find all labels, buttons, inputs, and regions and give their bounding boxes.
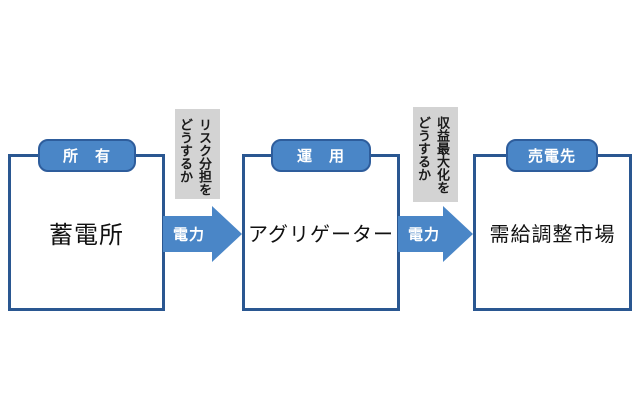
operation-pill-label: 運 用: [296, 148, 345, 165]
profit-maximization-note: 収益最大化を どうするか: [413, 107, 458, 202]
storage-station-label: 蓄電所: [49, 222, 124, 249]
profit-maximization-note-line1: 収益最大化を: [435, 116, 450, 194]
sell-destination-pill-label: 売電先: [527, 148, 576, 165]
power-arrow-2-label: 電力: [407, 226, 440, 244]
power-arrow-1-label: 電力: [172, 226, 205, 244]
ownership-pill-label: 所 有: [62, 148, 111, 165]
ownership-pill: 所 有: [38, 139, 136, 172]
risk-sharing-note-line2: どうするか: [178, 118, 193, 183]
risk-sharing-note: リスク分担を どうするか: [175, 109, 220, 199]
aggregator-box: アグリゲーター: [242, 154, 400, 311]
balancing-market-box: 需給調整市場: [473, 154, 632, 311]
operation-pill: 運 用: [271, 139, 371, 172]
right-arrow-icon: [163, 206, 242, 262]
risk-sharing-note-line1: リスク分担を: [197, 118, 212, 196]
balancing-market-label: 需給調整市場: [489, 224, 616, 246]
power-arrow-2: 電力: [398, 206, 473, 262]
profit-maximization-note-line2: どうするか: [416, 116, 431, 181]
sell-destination-pill: 売電先: [506, 139, 598, 172]
aggregator-label: アグリゲーター: [248, 224, 394, 246]
right-arrow-icon: [398, 206, 473, 262]
power-arrow-1: 電力: [163, 206, 242, 262]
storage-station-box: 蓄電所: [8, 154, 165, 311]
